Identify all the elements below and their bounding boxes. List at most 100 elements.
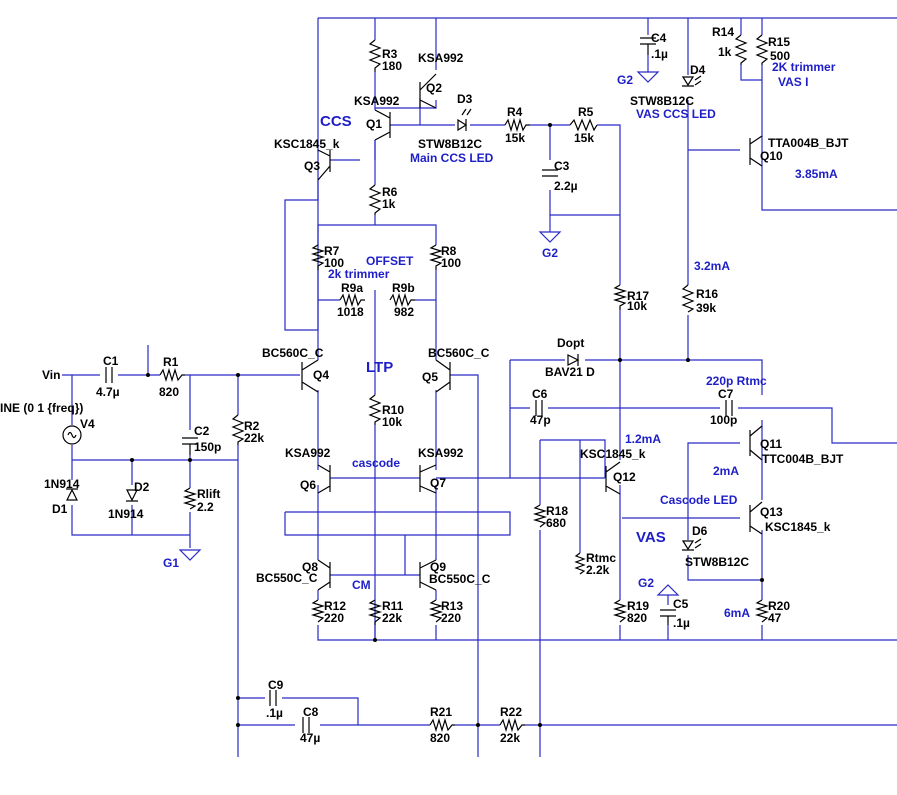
voltage-source-v4[interactable] xyxy=(62,425,82,445)
label-c9: C9 xyxy=(268,678,284,692)
transistor-q4[interactable] xyxy=(301,359,319,393)
value-r7: 100 xyxy=(324,256,344,270)
resistor-r9b[interactable] xyxy=(389,292,415,308)
value-r9a: 1018 xyxy=(337,305,364,319)
part-d2: 1N914 xyxy=(108,507,144,521)
part-q12: KSC1845_k xyxy=(580,447,646,461)
transistor-q11[interactable] xyxy=(749,425,763,461)
value-r2: 22k xyxy=(244,431,264,445)
resistor-r12[interactable] xyxy=(310,599,326,623)
junction-dot xyxy=(146,373,150,377)
diode-d1[interactable] xyxy=(66,488,78,501)
part-q7: KSA992 xyxy=(418,446,464,460)
resistor-r13[interactable] xyxy=(428,599,444,623)
transistor-q13[interactable] xyxy=(749,501,763,535)
capacitor-c6[interactable] xyxy=(535,400,543,416)
note-ltp: LTP xyxy=(366,359,393,376)
label-rtmc: Rtmc xyxy=(586,551,616,565)
label-g2a: G2 xyxy=(617,73,633,87)
resistor-r9a[interactable] xyxy=(339,292,365,308)
part-q5: BC560C_C xyxy=(428,346,490,360)
transistor-q8[interactable] xyxy=(317,559,331,591)
capacitor-c9[interactable] xyxy=(269,690,277,706)
label-q1: Q1 xyxy=(366,117,382,131)
led-d3[interactable] xyxy=(457,108,472,132)
resistor-r3[interactable] xyxy=(368,39,382,72)
label-q4: Q4 xyxy=(313,368,329,382)
part-q8: BC550C_C xyxy=(256,571,318,585)
led-d4[interactable] xyxy=(681,75,702,87)
transistor-q12[interactable] xyxy=(605,461,621,495)
transistor-q3[interactable] xyxy=(317,149,331,181)
label-r11: R11 xyxy=(382,599,404,613)
label-q11: Q11 xyxy=(760,437,782,451)
transistor-q6[interactable] xyxy=(317,464,331,494)
resistor-r17[interactable] xyxy=(612,284,628,310)
resistor-r22[interactable] xyxy=(499,717,525,733)
label-r20: R20 xyxy=(768,599,790,613)
transistor-q5[interactable] xyxy=(435,359,451,393)
capacitor-c1[interactable] xyxy=(105,367,113,383)
resistor-r5[interactable] xyxy=(569,118,598,132)
transistor-q10[interactable] xyxy=(749,135,763,167)
transistor-q2[interactable] xyxy=(419,73,437,109)
note-main-ccs-led: Main CCS LED xyxy=(410,151,494,165)
value-r6: 1k xyxy=(382,197,396,211)
note-current-6: 6mA xyxy=(724,606,750,620)
value-r20: 47 xyxy=(768,611,782,625)
label-r19: R19 xyxy=(627,599,649,613)
note-ccs: CCS xyxy=(320,113,352,130)
capacitor-c7[interactable] xyxy=(725,400,733,416)
resistor-r4[interactable] xyxy=(504,117,530,133)
label-c2: C2 xyxy=(194,424,210,438)
transistor-q9[interactable] xyxy=(419,559,437,591)
resistor-rtmc[interactable] xyxy=(574,552,586,575)
transistor-q7[interactable] xyxy=(419,464,437,494)
label-d3: D3 xyxy=(457,92,473,106)
resistor-r14[interactable] xyxy=(734,34,748,65)
label-r22: R22 xyxy=(500,705,522,719)
resistor-r8[interactable] xyxy=(428,244,444,270)
resistor-r20[interactable] xyxy=(754,599,770,623)
transistor-q1[interactable] xyxy=(374,109,391,141)
resistor-r16[interactable] xyxy=(681,284,695,313)
capacitor-c5[interactable] xyxy=(660,609,676,625)
note-vas: VAS xyxy=(636,529,666,546)
value-c6: 47p xyxy=(530,413,551,427)
resistor-r15[interactable] xyxy=(755,34,769,65)
resistor-r7[interactable] xyxy=(310,244,326,270)
resistor-r19[interactable] xyxy=(612,599,628,623)
label-c7: C7 xyxy=(718,387,734,401)
capacitor-c3[interactable] xyxy=(542,169,558,177)
diode-dopt[interactable] xyxy=(567,354,580,366)
part-q11: TTC004B_BJT xyxy=(762,452,844,466)
part-q13: KSC1845_k xyxy=(765,520,831,534)
label-r10: R10 xyxy=(382,403,404,417)
capacitor-c4[interactable] xyxy=(640,37,656,55)
part-dopt: BAV21 D xyxy=(545,365,595,379)
resistor-r1[interactable] xyxy=(159,367,185,383)
junction-dot xyxy=(236,696,240,700)
resistor-rlift[interactable] xyxy=(182,487,198,510)
label-g2b: G2 xyxy=(542,246,558,260)
resistor-r21[interactable] xyxy=(429,717,455,733)
led-d6[interactable] xyxy=(681,538,702,551)
label-d2: D2 xyxy=(134,480,150,494)
label-q7: Q7 xyxy=(430,476,446,490)
label-q5: Q5 xyxy=(422,370,438,384)
note-offset: OFFSET xyxy=(366,254,414,268)
transistors xyxy=(301,73,763,591)
resistor-r10[interactable] xyxy=(368,394,382,425)
resistor-r11[interactable] xyxy=(367,599,383,625)
resistor-r2[interactable] xyxy=(231,414,245,445)
capacitor-c8[interactable] xyxy=(302,717,310,733)
junction-dot xyxy=(760,578,764,582)
diode-d2[interactable] xyxy=(126,489,138,502)
part-d1: 1N914 xyxy=(44,477,80,491)
value-c9: .1µ xyxy=(266,706,283,720)
value-r13: 220 xyxy=(441,611,461,625)
label-r15: R15 xyxy=(768,35,790,49)
resistor-r6[interactable] xyxy=(368,184,382,215)
resistor-r18[interactable] xyxy=(532,504,548,528)
capacitor-c2[interactable] xyxy=(182,437,198,455)
